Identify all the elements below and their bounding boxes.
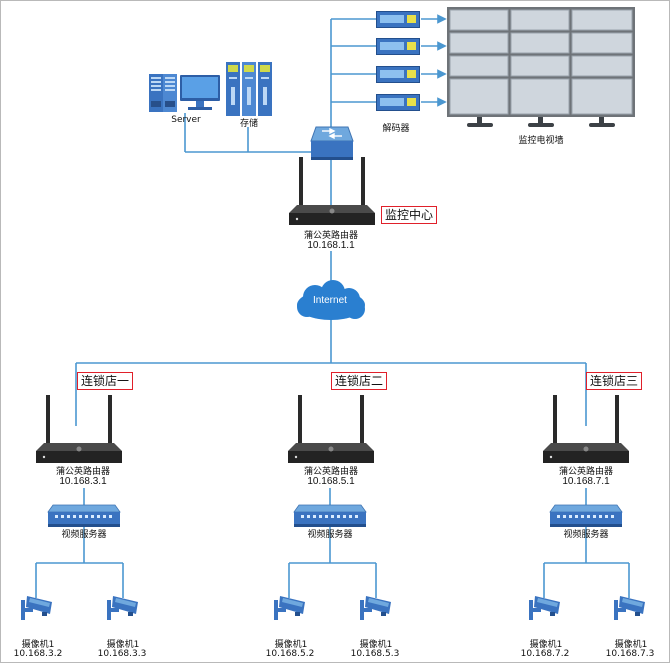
branch-2-tag: 连锁店二	[331, 372, 388, 390]
branch-1-video-server-label: 视频服务器	[61, 530, 107, 540]
branch-2-router-label: 蒲公英路由器	[303, 467, 358, 477]
branch-3-router-label: 蒲公英路由器	[558, 467, 613, 477]
camera-label: 摄像机1	[529, 640, 563, 650]
internet-cloud-icon	[297, 280, 365, 320]
branch-3-video-server-icon	[549, 504, 623, 527]
camera-ip: 10.168.5.2	[265, 649, 315, 659]
camera-label: 摄像机1	[274, 640, 308, 650]
camera-ip: 10.168.7.2	[520, 649, 570, 659]
camera-ip: 10.168.3.2	[13, 649, 63, 659]
branch-2-router-ip: 10.168.5.1	[307, 476, 355, 487]
branch-2-router-icon	[288, 395, 374, 463]
camera-ip: 10.168.5.3	[350, 649, 400, 659]
storage-label: 存储	[239, 119, 258, 129]
branch-3-router-icon	[543, 395, 629, 463]
camera-icon	[614, 596, 645, 620]
branch-3-router-ip: 10.168.7.1	[562, 476, 610, 487]
camera-ip: 10.168.3.3	[97, 649, 147, 659]
branch-2-video-server-icon	[293, 504, 367, 527]
camera-label: 摄像机1	[106, 640, 140, 650]
camera-ip: 10.168.7.3	[605, 649, 655, 659]
video-wall-label: 监控电视墙	[518, 136, 564, 146]
branch-1-router-label: 蒲公英路由器	[55, 467, 110, 477]
main-router-ip: 10.168.1.1	[307, 240, 355, 251]
branch-1-video-server-icon	[47, 504, 121, 527]
video-wall-icon	[447, 7, 635, 127]
camera-icon	[21, 596, 52, 620]
camera-label: 摄像机1	[614, 640, 648, 650]
storage-icon	[226, 62, 272, 116]
server-label: Server	[171, 115, 201, 125]
camera-label: 摄像机1	[21, 640, 55, 650]
branch-3-tag: 连锁店三	[586, 372, 643, 390]
decoder-icon	[376, 66, 420, 83]
branch-1-router-ip: 10.168.3.1	[59, 476, 107, 487]
internet-label: Internet	[313, 295, 347, 306]
decoder-icon	[376, 94, 420, 111]
branch-1-router-icon	[36, 395, 122, 463]
main-router-label: 蒲公英路由器	[303, 231, 358, 241]
decoder-icon	[376, 11, 420, 28]
main-router-icon	[289, 157, 375, 225]
network-switch-icon	[310, 126, 354, 160]
decoder-label: 解码器	[382, 124, 410, 134]
camera-icon	[274, 596, 305, 620]
camera-icon	[360, 596, 391, 620]
camera-label: 摄像机1	[359, 640, 393, 650]
server-icon	[149, 74, 220, 112]
branch-1-tag: 连锁店一	[77, 372, 134, 390]
camera-icon	[107, 596, 138, 620]
decoder-icon	[376, 38, 420, 55]
branch-3-video-server-label: 视频服务器	[563, 530, 609, 540]
branch-2-video-server-label: 视频服务器	[307, 530, 353, 540]
camera-icon	[529, 596, 560, 620]
monitoring-center-tag: 监控中心	[381, 206, 438, 224]
